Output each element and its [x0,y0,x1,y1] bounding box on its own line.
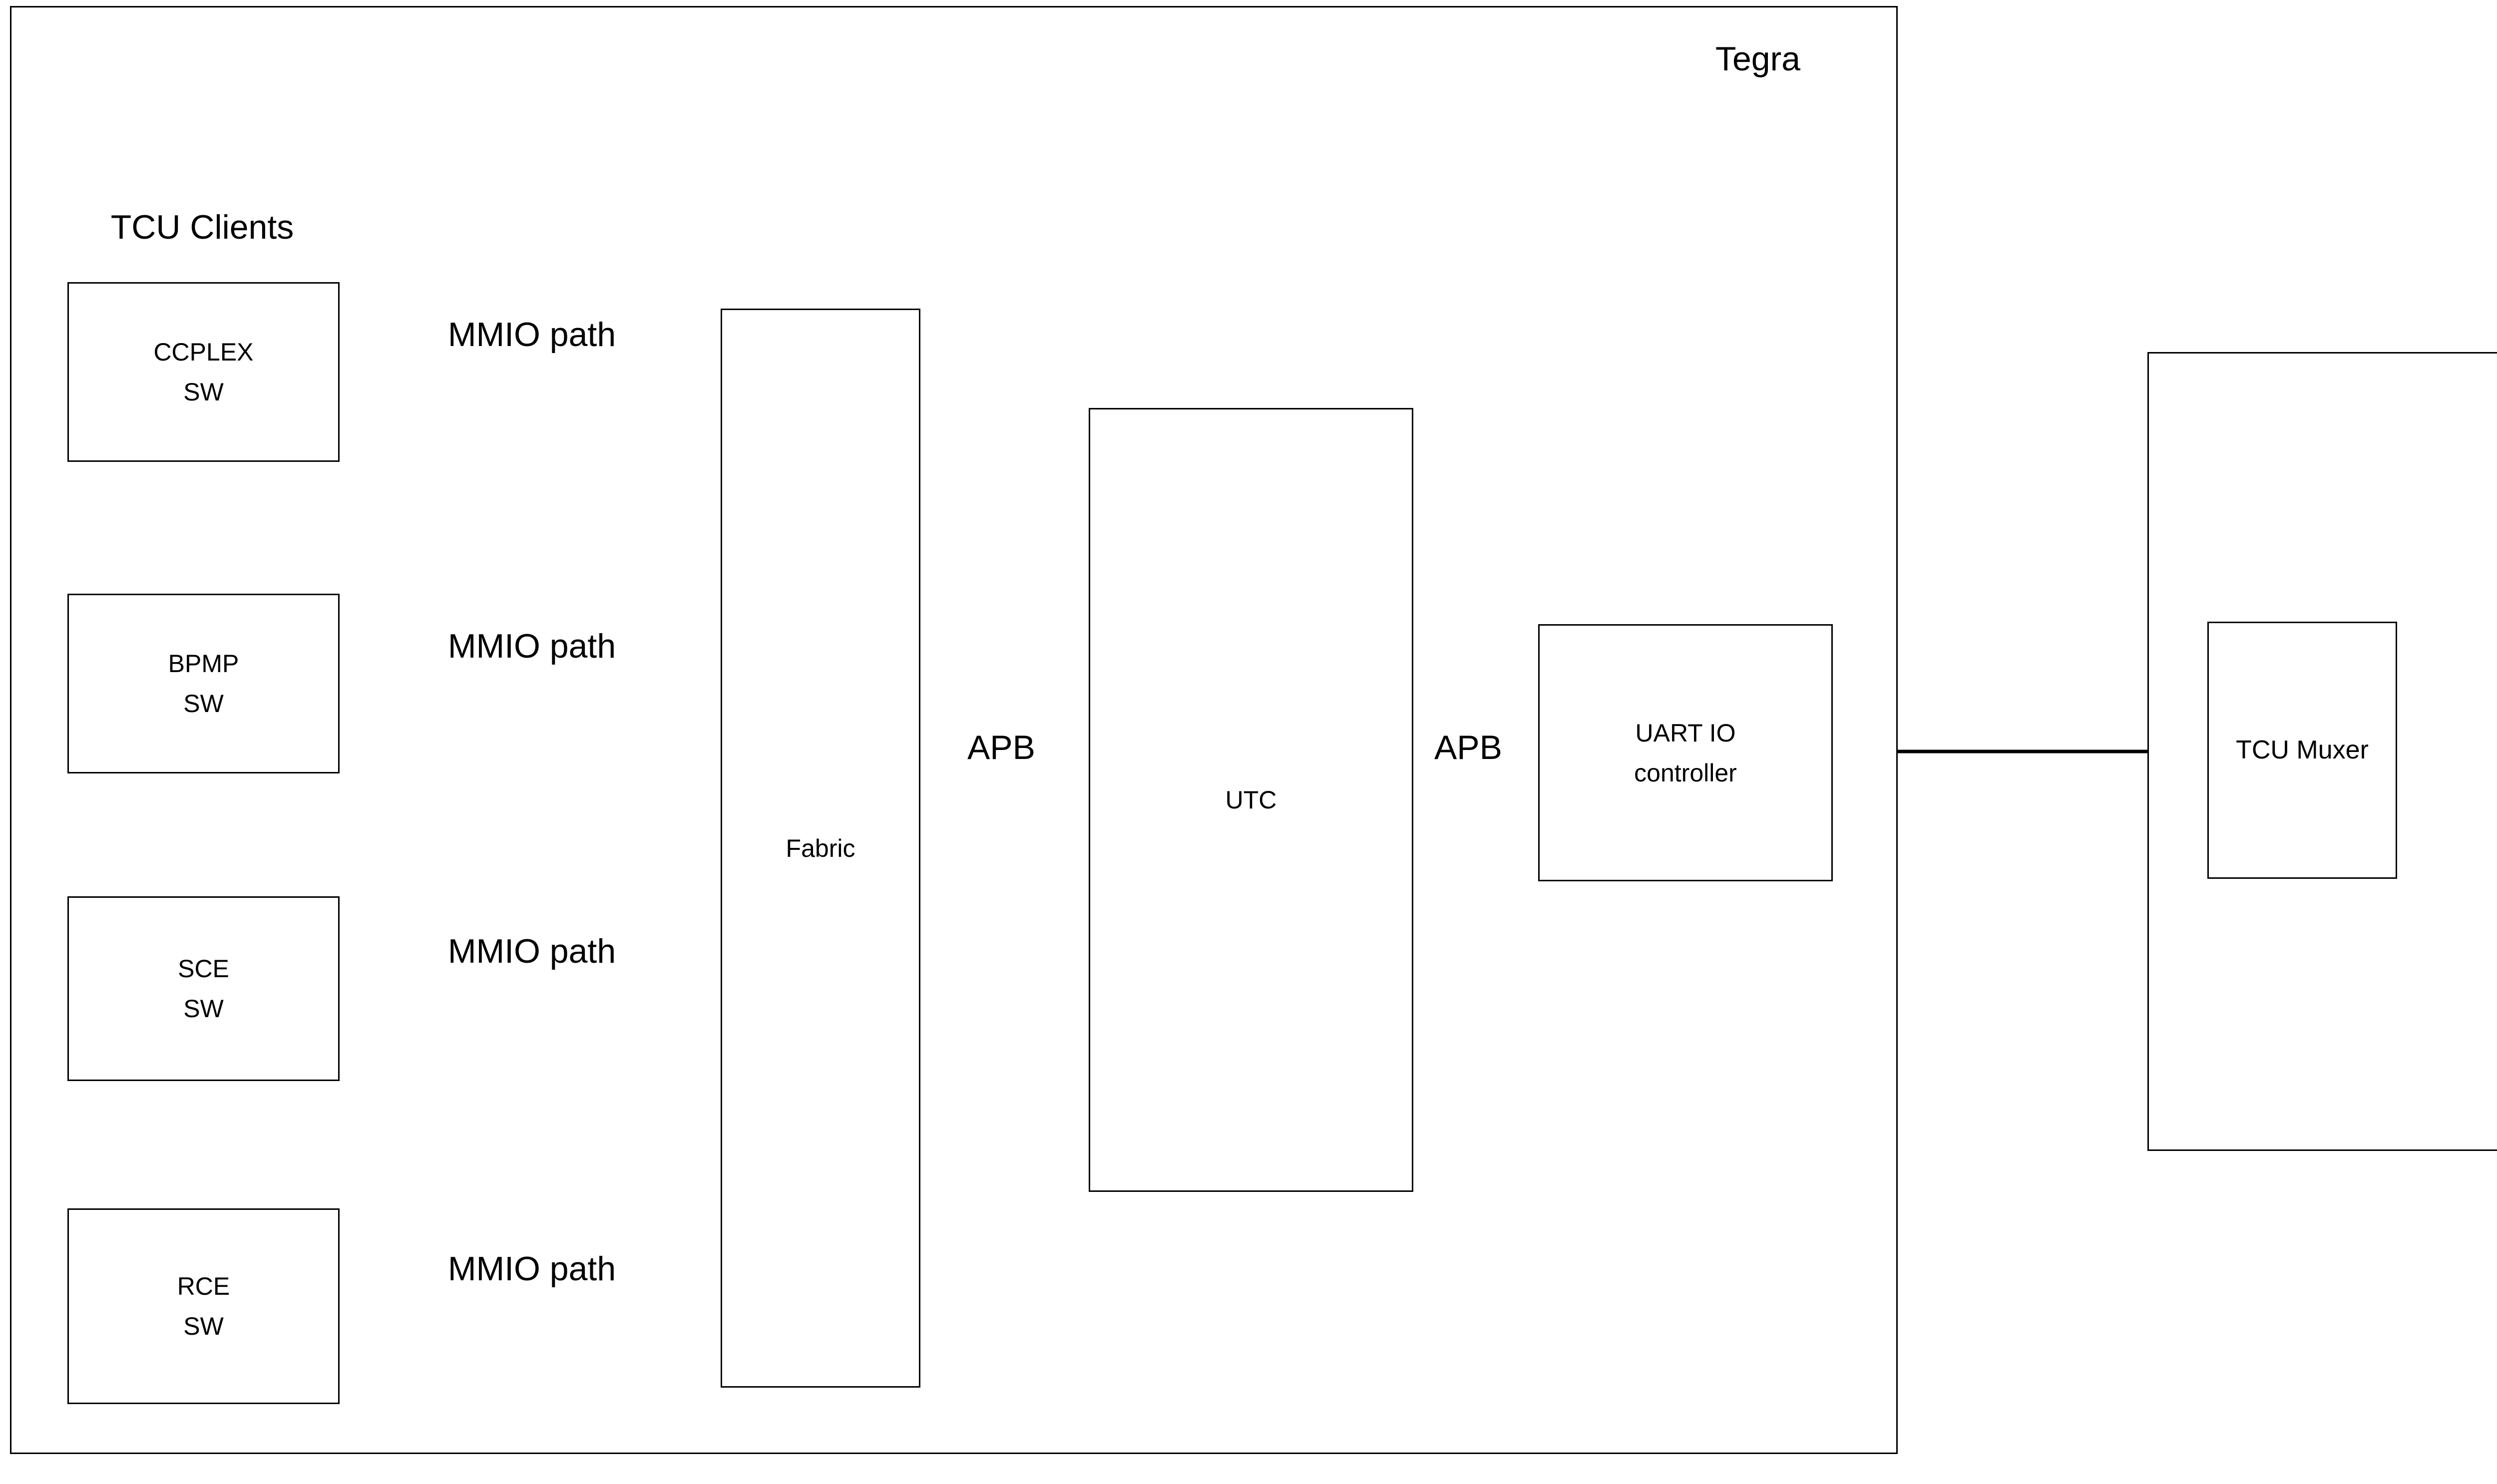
ccplex-sw-label-line1: CCPLEX [153,338,254,366]
tegra-label: Tegra [1715,40,1801,78]
mmio-path-label-2: MMIO path [447,627,616,665]
mmio-path-label-3: MMIO path [447,932,616,970]
uart-io-controller-label-line1: UART IO [1635,719,1736,747]
sce-sw-label-line2: SW [183,995,224,1023]
rce-sw-box: RCE SW [67,1208,340,1404]
apb-label-2: APB [1434,729,1503,766]
mmio-path-label-1: MMIO path [447,316,616,354]
bpmp-sw-box: BPMP SW [67,594,340,773]
tcu-clients-label: TCU Clients [110,208,294,246]
mmio-path-label-4: MMIO path [447,1250,616,1288]
uart-io-controller-label-line2: controller [1634,758,1737,787]
tcu-muxer-label: TCU Muxer [2236,735,2369,764]
utc-box: UTC [1089,408,1413,1192]
sce-sw-label-line1: SCE [178,955,229,983]
rce-sw-label-line2: SW [183,1312,224,1340]
tcu-muxer-box: TCU Muxer [2207,622,2397,879]
fabric-box: Fabric [721,309,920,1388]
uart-io-controller-box: UART IO controller [1538,624,1833,881]
bpmp-sw-label-line2: SW [183,690,224,718]
sce-sw-box: SCE SW [67,896,340,1081]
rce-sw-label-line1: RCE [177,1272,230,1300]
utc-label: UTC [1225,786,1277,814]
bpmp-sw-label-line1: BPMP [168,650,239,678]
fabric-label: Fabric [786,834,855,862]
ccplex-sw-box: CCPLEX SW [67,282,340,462]
ccplex-sw-label-line2: SW [183,378,224,406]
apb-label-1: APB [967,729,1036,766]
